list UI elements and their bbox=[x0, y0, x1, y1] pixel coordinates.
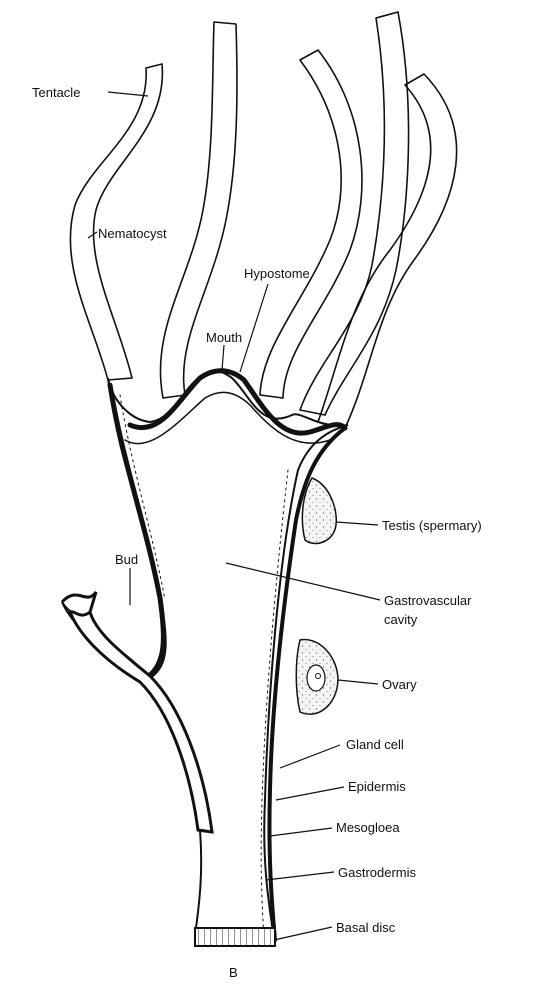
label-mesogloea: Mesogloea bbox=[336, 820, 400, 835]
label-gland-cell: Gland cell bbox=[346, 737, 404, 752]
tentacle-4 bbox=[300, 12, 409, 415]
tentacle-1 bbox=[70, 64, 162, 380]
leader-mesogloea bbox=[270, 828, 332, 836]
label-hypostome: Hypostome bbox=[244, 266, 310, 281]
leader-tentacle bbox=[108, 92, 148, 96]
tentacles bbox=[70, 12, 456, 428]
testis-bulge bbox=[302, 478, 336, 544]
label-nematocyst: Nematocyst bbox=[98, 226, 167, 241]
leader-gastrodermis bbox=[266, 872, 334, 880]
label-gastrodermis: Gastrodermis bbox=[338, 865, 417, 880]
leader-ovary bbox=[338, 680, 378, 684]
panel-letter: B bbox=[229, 965, 238, 980]
label-bud: Bud bbox=[115, 552, 138, 567]
gonads bbox=[296, 478, 338, 714]
leader-basal bbox=[274, 927, 332, 940]
basal-disc-shape bbox=[195, 928, 275, 946]
label-ovary: Ovary bbox=[382, 677, 417, 692]
leader-hypostome bbox=[240, 284, 268, 372]
label-basal-disc: Basal disc bbox=[336, 920, 396, 935]
label-epidermis: Epidermis bbox=[348, 779, 406, 794]
tentacle-3 bbox=[260, 50, 362, 398]
leader-nematocyst bbox=[88, 232, 97, 238]
tentacle-5 bbox=[318, 74, 457, 428]
label-gastrovascular-1: Gastrovascular bbox=[384, 593, 472, 608]
leader-gland bbox=[280, 745, 340, 768]
leader-testis bbox=[336, 522, 378, 525]
label-tentacle: Tentacle bbox=[32, 85, 80, 100]
leader-mouth bbox=[222, 345, 224, 370]
label-gastrovascular-2: cavity bbox=[384, 612, 418, 627]
leader-epidermis bbox=[276, 787, 344, 800]
label-testis: Testis (spermary) bbox=[382, 518, 482, 533]
label-mouth: Mouth bbox=[206, 330, 242, 345]
